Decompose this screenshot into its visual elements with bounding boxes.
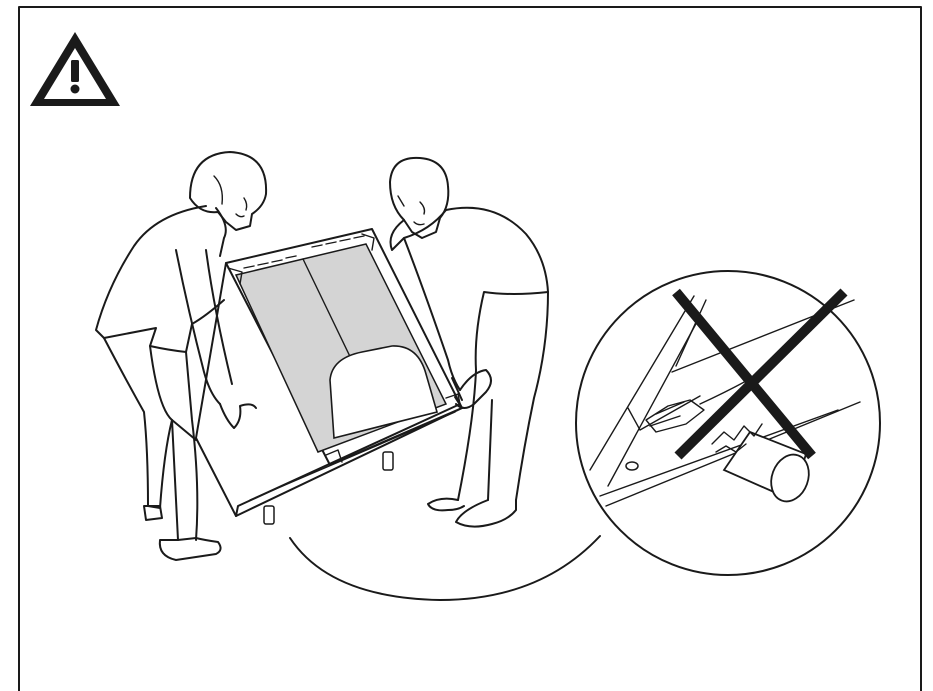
appliance-foot xyxy=(264,506,274,524)
person-left xyxy=(96,152,266,560)
appliance xyxy=(196,229,462,524)
appliance-foot xyxy=(383,452,393,470)
warning-triangle-icon xyxy=(30,32,120,106)
